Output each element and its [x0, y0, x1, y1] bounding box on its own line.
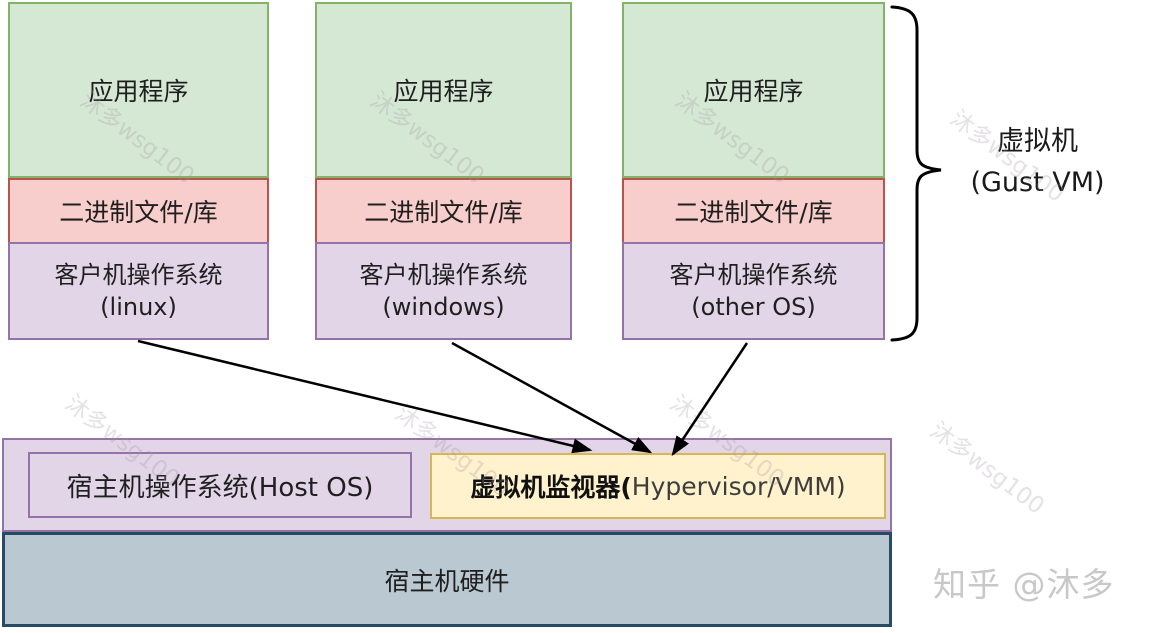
zhihu-credit-watermark: 知乎 @沐多 — [933, 565, 1115, 604]
application-box: 应用程序 — [8, 2, 269, 178]
vm-group-brace — [890, 5, 942, 342]
guest-os-label: 客户机操作系统 — [669, 260, 838, 289]
hypervisor-label-en: Hypervisor/VMM) — [631, 471, 846, 501]
binaries-box: 二进制文件/库 — [315, 178, 572, 244]
guest-os-box: 客户机操作系统 (linux) — [8, 242, 269, 340]
application-box: 应用程序 — [622, 2, 885, 178]
application-box: 应用程序 — [315, 2, 572, 178]
host-os-box: 宿主机操作系统(Host OS) — [28, 452, 412, 518]
host-os-label: 宿主机操作系统(Host OS) — [66, 472, 374, 503]
application-label: 应用程序 — [703, 77, 804, 106]
faint-watermark: 沐多wsg100 — [925, 417, 1049, 520]
vm-column-linux: 应用程序 二进制文件/库 客户机操作系统 (linux) — [8, 2, 269, 340]
vm-brace-label-line2: (Gust VM) — [970, 166, 1105, 198]
guest-os-sub-label: (linux) — [100, 293, 177, 321]
binaries-label: 二进制文件/库 — [674, 198, 833, 227]
guest-os-label: 客户机操作系统 — [54, 260, 223, 289]
arrow-guest-windows-to-hypervisor — [451, 341, 653, 454]
binaries-box: 二进制文件/库 — [622, 178, 885, 244]
binaries-box: 二进制文件/库 — [8, 178, 269, 244]
vm-brace-label-line1: 虚拟机 — [997, 126, 1078, 157]
application-label: 应用程序 — [393, 77, 494, 106]
application-label: 应用程序 — [88, 77, 189, 106]
binaries-label: 二进制文件/库 — [59, 198, 218, 227]
arrow-guest-linux-to-hypervisor — [137, 339, 593, 454]
host-hardware-label: 宿主机硬件 — [384, 566, 510, 596]
guest-os-sub-label: (other OS) — [691, 293, 816, 321]
guest-os-box: 客户机操作系统 (windows) — [315, 242, 572, 340]
guest-os-box: 客户机操作系统 (other OS) — [622, 242, 885, 340]
guest-os-label: 客户机操作系统 — [359, 260, 528, 289]
vm-brace-label: 虚拟机 (Gust VM) — [945, 122, 1130, 203]
binaries-label: 二进制文件/库 — [364, 198, 523, 227]
vm-column-windows: 应用程序 二进制文件/库 客户机操作系统 (windows) — [315, 2, 572, 340]
hypervisor-label-zh: 虚拟机监视器( — [470, 473, 632, 502]
guest-os-sub-label: (windows) — [382, 293, 505, 321]
host-hardware-box: 宿主机硬件 — [2, 532, 892, 627]
vm-column-other-os: 应用程序 二进制文件/库 客户机操作系统 (other OS) — [622, 2, 885, 340]
hypervisor-box: 虚拟机监视器(Hypervisor/VMM) — [430, 453, 886, 519]
